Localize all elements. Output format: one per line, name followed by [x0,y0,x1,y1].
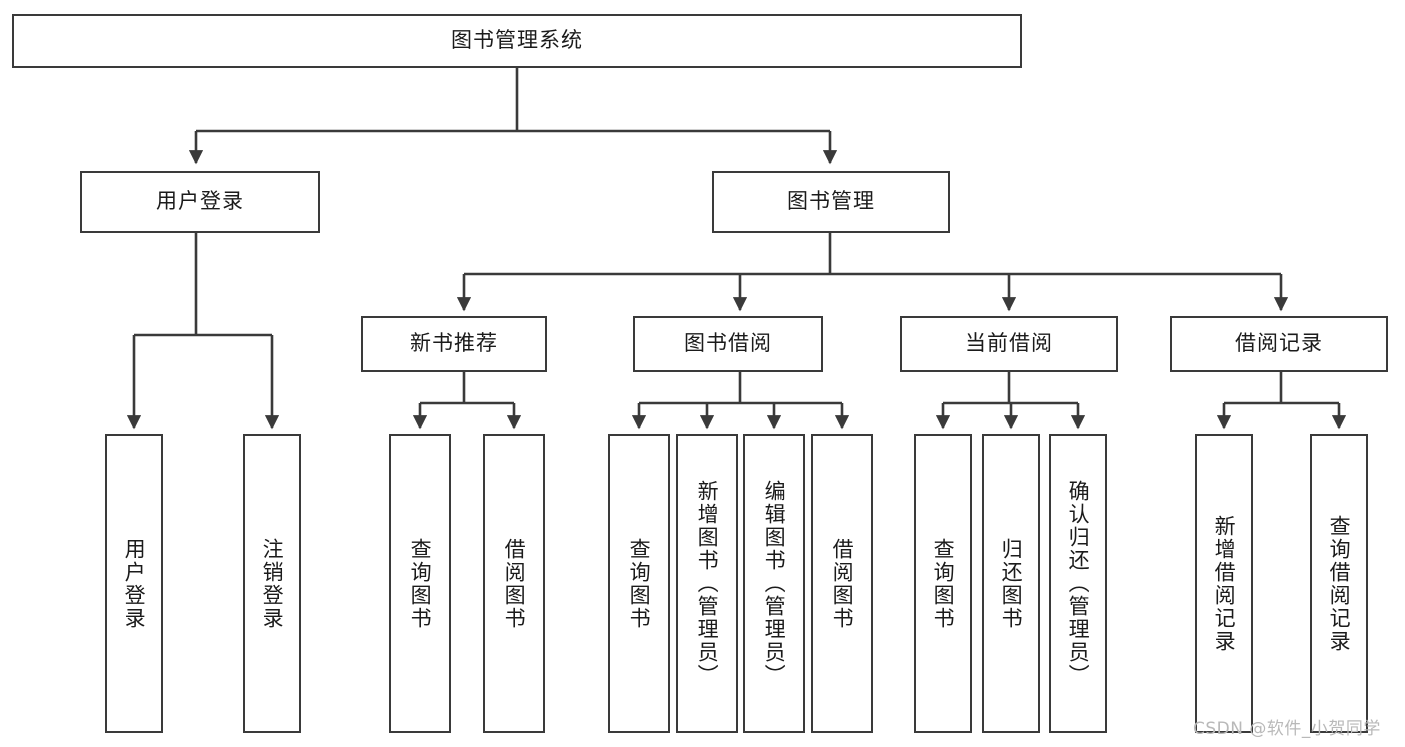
leaf-user-login-1-label: 注销登录 [260,537,285,630]
leaf-new-book-recommend-0[interactable]: 查询图书 [389,434,451,733]
node-root[interactable]: 图书管理系统 [12,14,1022,68]
leaf-book-borrow-2[interactable]: 编辑图书（管理员） [743,434,805,733]
leaf-book-borrow-3[interactable]: 借阅图书 [811,434,873,733]
leaf-current-borrow-1[interactable]: 归还图书 [982,434,1040,733]
node-new-book-recommend[interactable]: 新书推荐 [361,316,547,372]
node-root-label: 图书管理系统 [451,28,583,53]
leaf-book-borrow-1[interactable]: 新增图书（管理员） [676,434,738,733]
node-current-borrow-label: 当前借阅 [965,331,1053,356]
node-user-login-label: 用户登录 [156,189,244,214]
node-current-borrow[interactable]: 当前借阅 [900,316,1118,372]
leaf-book-borrow-1-label: 新增图书（管理员） [695,480,720,687]
leaf-user-login-1[interactable]: 注销登录 [243,434,301,733]
csdn-watermark: CSDN @软件_小贺同学 [1193,719,1381,739]
leaf-borrow-record-1-label: 查询借阅记录 [1327,514,1352,653]
leaf-current-borrow-1-label: 归还图书 [999,537,1024,630]
node-book-borrow-label: 图书借阅 [684,331,772,356]
leaf-user-login-0[interactable]: 用户登录 [105,434,163,733]
leaf-new-book-recommend-1[interactable]: 借阅图书 [483,434,545,733]
leaf-borrow-record-1[interactable]: 查询借阅记录 [1310,434,1368,733]
leaf-borrow-record-0[interactable]: 新增借阅记录 [1195,434,1253,733]
node-user-login[interactable]: 用户登录 [80,171,320,233]
node-book-borrow[interactable]: 图书借阅 [633,316,823,372]
leaf-book-borrow-2-label: 编辑图书（管理员） [762,480,787,687]
leaf-current-borrow-0[interactable]: 查询图书 [914,434,972,733]
leaf-current-borrow-2-label: 确认归还（管理员） [1066,480,1091,687]
node-borrow-record-label: 借阅记录 [1235,331,1323,356]
leaf-new-book-recommend-1-label: 借阅图书 [502,537,527,630]
node-book-management-label: 图书管理 [787,189,875,214]
leaf-new-book-recommend-0-label: 查询图书 [408,537,433,630]
leaf-book-borrow-0[interactable]: 查询图书 [608,434,670,733]
node-new-book-recommend-label: 新书推荐 [410,331,498,356]
leaf-current-borrow-2[interactable]: 确认归还（管理员） [1049,434,1107,733]
leaf-current-borrow-0-label: 查询图书 [931,537,956,630]
node-book-management[interactable]: 图书管理 [712,171,950,233]
leaf-book-borrow-0-label: 查询图书 [627,537,652,630]
leaf-user-login-0-label: 用户登录 [122,537,147,630]
leaf-borrow-record-0-label: 新增借阅记录 [1212,514,1237,653]
leaf-book-borrow-3-label: 借阅图书 [830,537,855,630]
node-borrow-record[interactable]: 借阅记录 [1170,316,1388,372]
